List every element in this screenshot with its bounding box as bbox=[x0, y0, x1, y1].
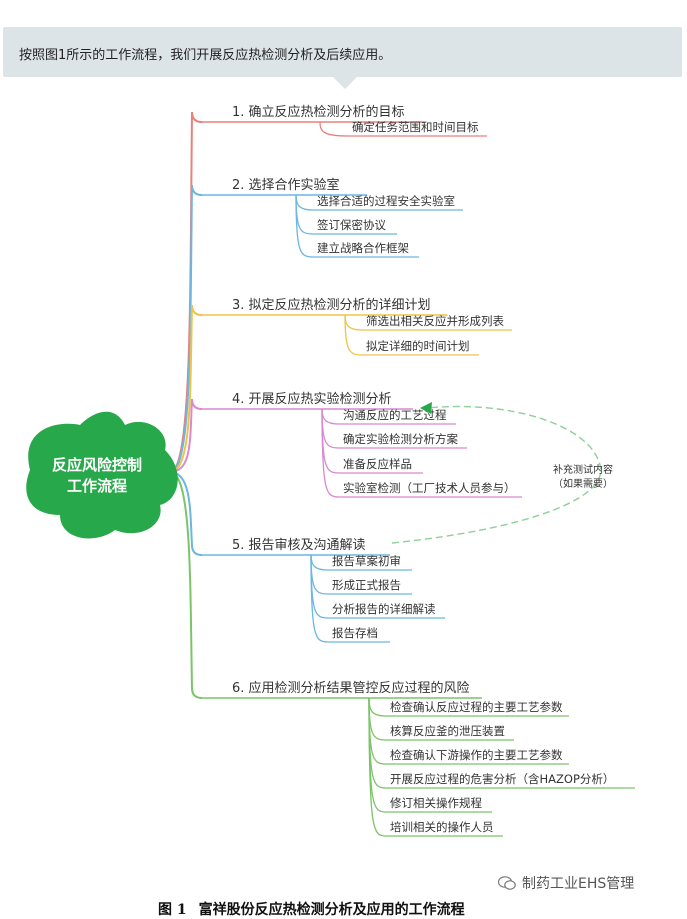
subitem-label: 实验室检测（工厂技术人员参与） bbox=[343, 481, 516, 495]
subitem-label: 确定任务范围和时间目标 bbox=[352, 120, 479, 134]
intro-text: 按照图1所示的工作流程，我们开展反应热检测分析及后续应用。 bbox=[19, 48, 392, 63]
subitem-label: 培训相关的操作人员 bbox=[390, 820, 494, 834]
subitem-connector bbox=[319, 121, 349, 137]
subitem-label: 修订相关操作规程 bbox=[390, 796, 482, 810]
subitem-label: 形成正式报告 bbox=[332, 578, 401, 592]
subitem-label: 准备反应样品 bbox=[343, 457, 412, 471]
subitem-label: 拟定详细的时间计划 bbox=[366, 339, 470, 353]
figure-caption: 图 1 富祥股份反应热检测分析及应用的工作流程 bbox=[158, 899, 477, 919]
subitem-label: 核算反应釜的泄压装置 bbox=[390, 724, 505, 738]
subitem-connector bbox=[321, 408, 340, 449]
watermark-text: 制药工业EHS管理 bbox=[522, 876, 635, 892]
subitem-connector bbox=[295, 194, 314, 235]
branch-title: 5. 报告审核及沟通解读 bbox=[232, 538, 366, 553]
branch-title: 2. 选择合作实验室 bbox=[232, 177, 340, 193]
subitem-label: 选择合适的过程安全实验室 bbox=[317, 194, 455, 208]
figure-number: 图 1 bbox=[158, 902, 187, 918]
branch-connector bbox=[169, 398, 203, 473]
subitem-connector bbox=[344, 314, 363, 331]
mindmap-edges bbox=[169, 111, 635, 837]
subitem-connector bbox=[368, 697, 387, 837]
subitem-label: 筛选出相关反应并形成列表 bbox=[366, 314, 504, 328]
subitem-connector bbox=[344, 314, 363, 356]
subitem-label: 建立战略合作框架 bbox=[317, 241, 409, 255]
center-leaf-shape bbox=[26, 411, 178, 539]
banner-pointer bbox=[333, 77, 357, 89]
center-title-line2: 工作流程 bbox=[67, 477, 127, 495]
supplementary-note-line2: （如果需要） bbox=[553, 477, 613, 490]
subitem-connector bbox=[310, 554, 329, 571]
supplementary-note-line1: 补充测试内容 bbox=[553, 463, 613, 476]
subitem-label: 签订保密协议 bbox=[317, 218, 386, 232]
branch-connector bbox=[169, 304, 203, 473]
branch-title: 6. 应用检测分析结果管控反应过程的风险 bbox=[232, 680, 470, 696]
watermark: 制药工业EHS管理 bbox=[498, 873, 634, 893]
subitem-label: 报告草案初审 bbox=[332, 554, 401, 568]
branch-title: 1. 确立反应热检测分析的目标 bbox=[232, 104, 405, 120]
subitem-connector bbox=[295, 194, 314, 211]
branch-connector bbox=[169, 471, 203, 556]
subitem-label: 确定实验检测分析方案 bbox=[343, 432, 458, 446]
branch-connector bbox=[169, 471, 203, 699]
supplementary-arrowhead bbox=[420, 402, 432, 414]
figure-caption-text: 富祥股份反应热检测分析及应用的工作流程 bbox=[198, 902, 465, 918]
branch-connector bbox=[169, 184, 203, 473]
subitem-label: 沟通反应的工艺过程 bbox=[343, 408, 447, 422]
subitem-connector bbox=[321, 408, 340, 425]
subitem-label: 分析报告的详细解读 bbox=[332, 602, 436, 616]
subitem-connector bbox=[368, 697, 387, 741]
subitem-connector bbox=[310, 554, 329, 643]
subitem-connector bbox=[321, 408, 340, 498]
center-title-line1: 反应风险控制 bbox=[52, 456, 142, 474]
subitem-label: 检查确认反应过程的主要工艺参数 bbox=[390, 700, 563, 714]
branch-title: 3. 拟定反应热检测分析的详细计划 bbox=[232, 297, 431, 313]
subitem-connector bbox=[368, 697, 387, 717]
wechat-icon bbox=[498, 876, 516, 890]
subitem-label: 报告存档 bbox=[332, 626, 378, 640]
subitem-connector bbox=[310, 554, 329, 595]
branch-title: 4. 开展反应热实验检测分析 bbox=[232, 391, 392, 407]
intro-banner: 按照图1所示的工作流程，我们开展反应热检测分析及后续应用。 bbox=[3, 27, 682, 77]
subitem-label: 开展反应过程的危害分析（含HAZOP分析） bbox=[390, 772, 614, 786]
supplementary-arrow bbox=[391, 405, 602, 544]
subitem-connector bbox=[295, 194, 314, 258]
subitem-label: 检查确认下游操作的主要工艺参数 bbox=[390, 748, 563, 762]
